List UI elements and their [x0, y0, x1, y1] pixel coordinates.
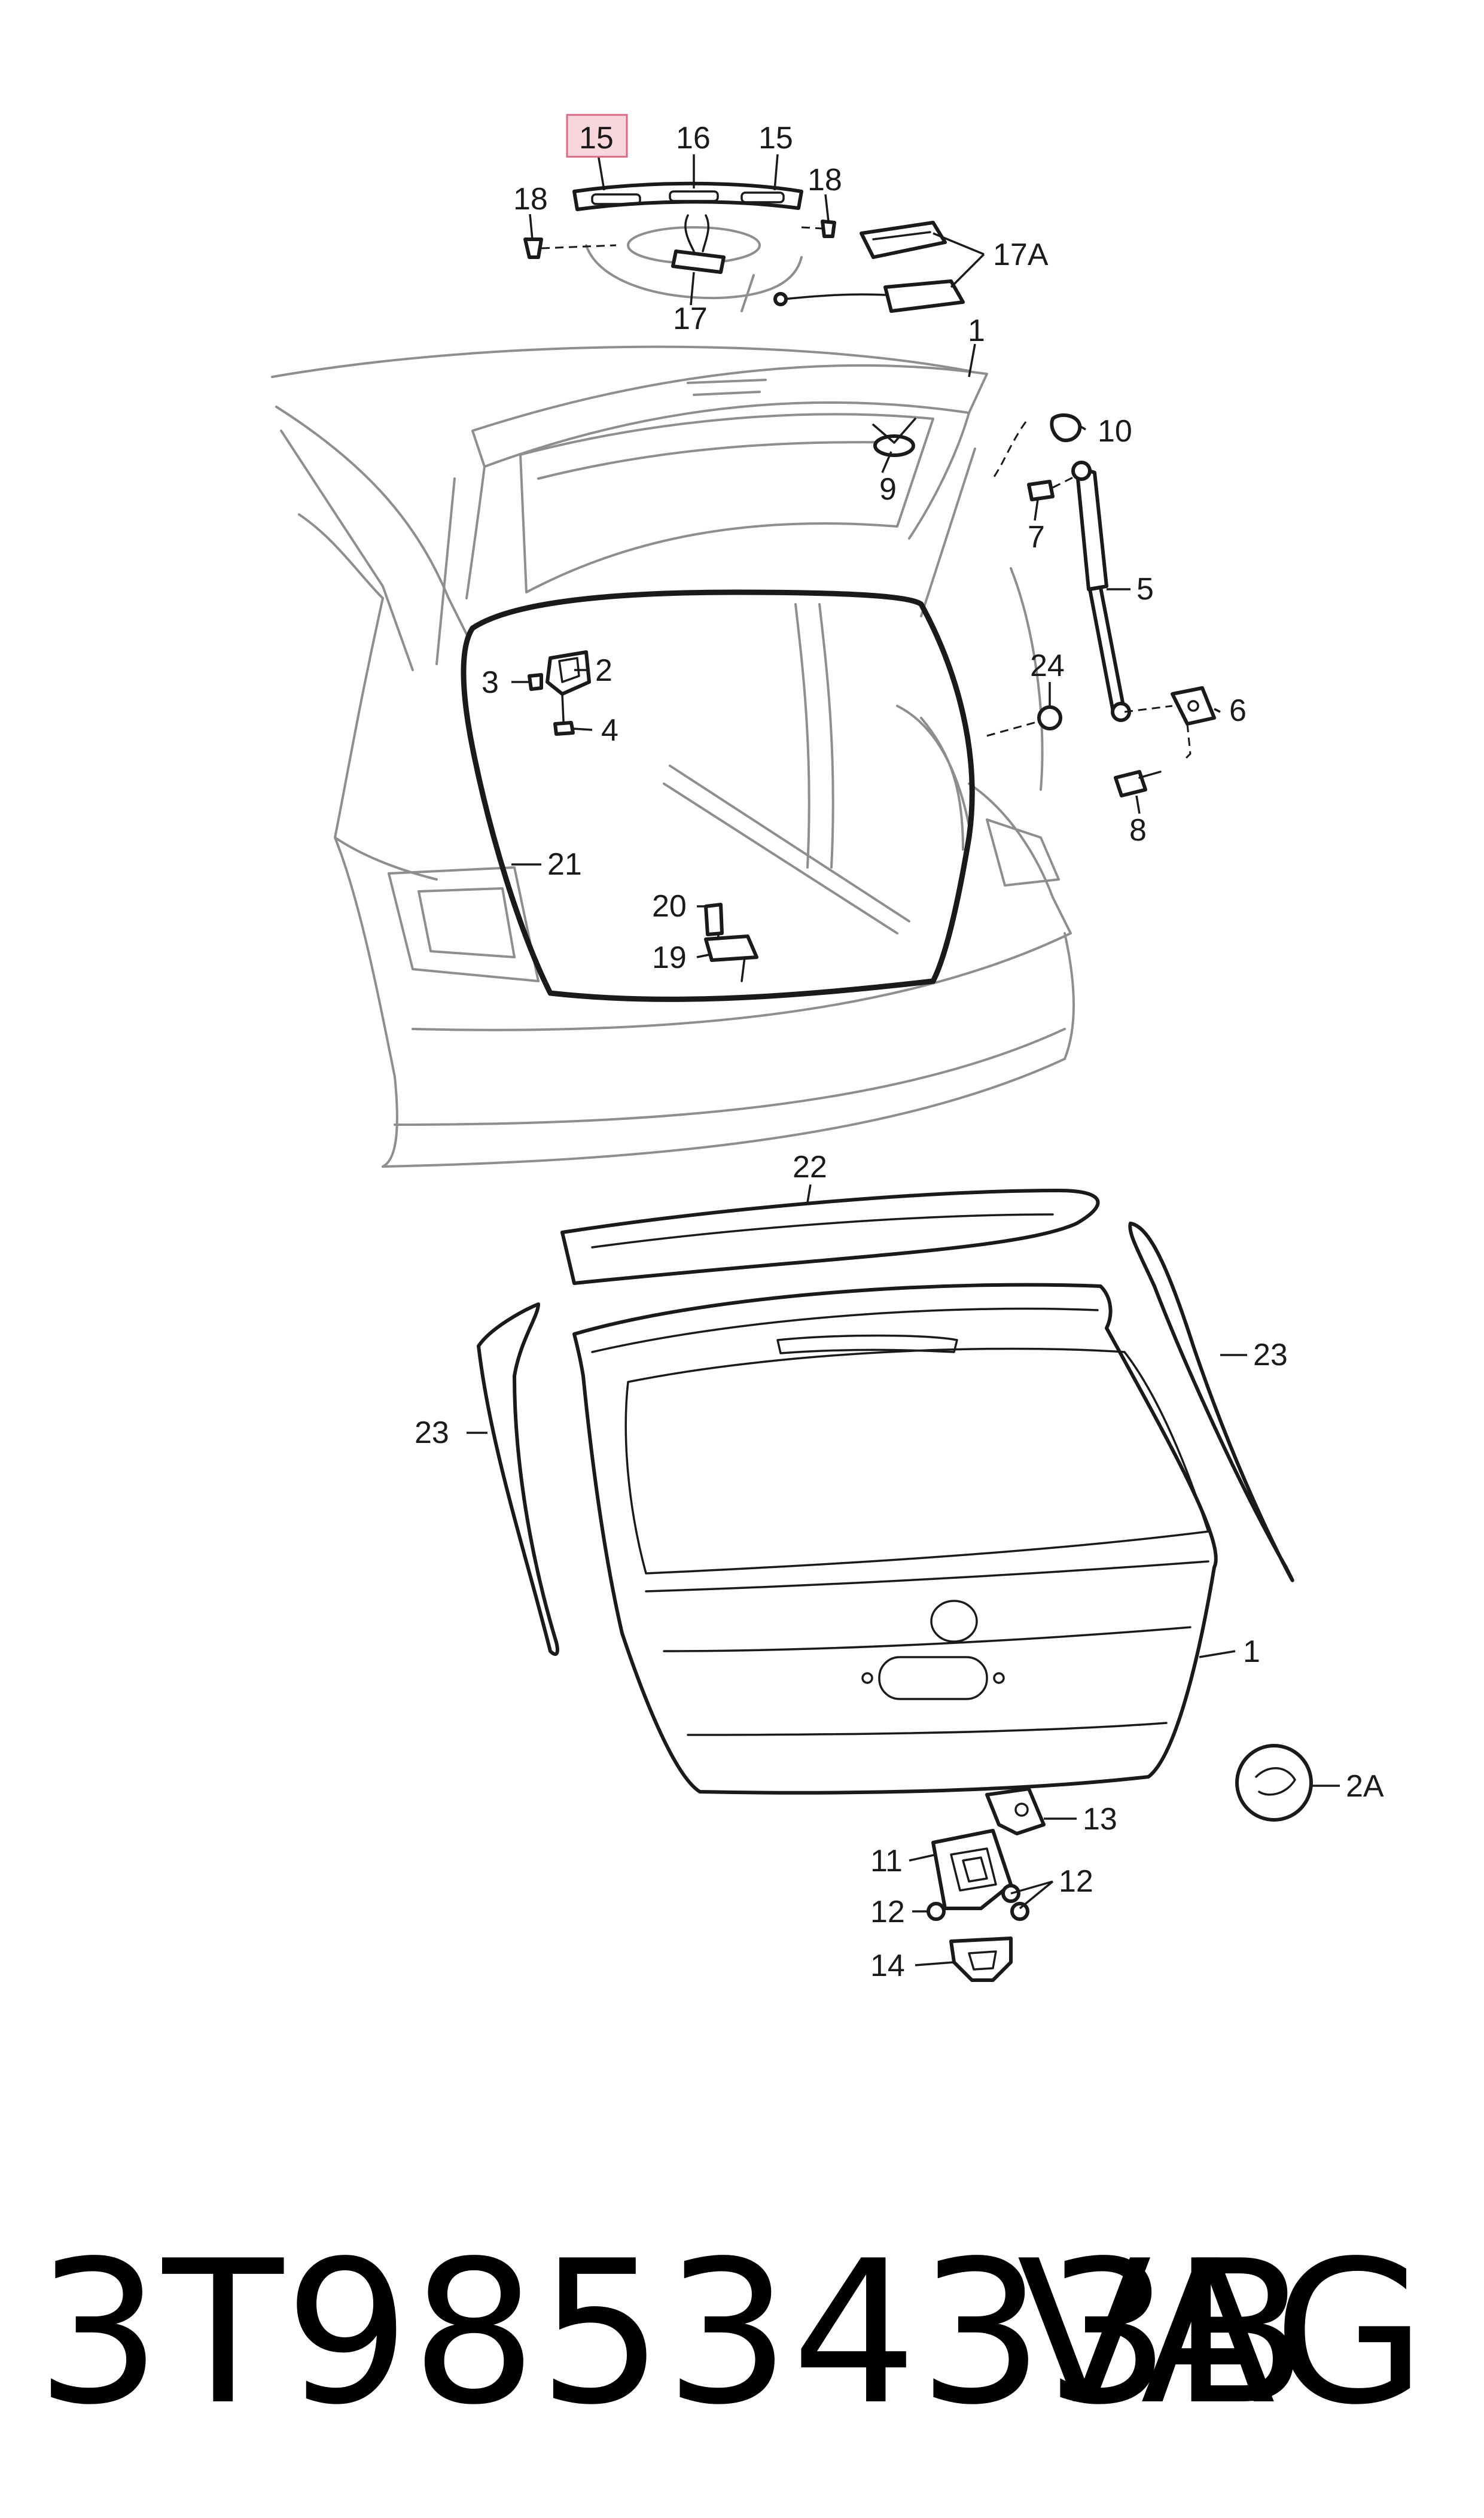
clip-18-right: [801, 220, 836, 238]
label-16: 16: [676, 121, 711, 156]
label-12-right: 12: [1059, 1864, 1093, 1899]
label-12-left: 12: [870, 1895, 905, 1929]
label-5: 5: [1136, 572, 1154, 607]
car-body-outline: [271, 345, 1075, 1168]
striker-19: [704, 903, 758, 982]
light-bar-detail: [572, 181, 803, 312]
label-1-bottom: 1: [1243, 1634, 1260, 1669]
brand-name: VAG: [1017, 2218, 1428, 2448]
label-23-right: 23: [1253, 1338, 1288, 1372]
label-11: 11: [870, 1844, 903, 1878]
spoiler-22: [560, 1189, 1100, 1285]
label-17: 17: [673, 302, 708, 336]
label-21: 21: [547, 847, 582, 882]
handle-switch-17a: [773, 221, 965, 313]
bolt-8: [1114, 770, 1162, 797]
side-trim-23-left: [477, 1302, 559, 1656]
label-2: 2: [595, 653, 613, 688]
latch-bracket-13: [985, 1787, 1046, 1835]
label-17a: 17A: [993, 238, 1049, 272]
label-24: 24: [1030, 648, 1065, 683]
bulb-10: [992, 413, 1082, 479]
grommet-9: [872, 418, 916, 457]
leader-lines: [467, 154, 1340, 1966]
label-9: 9: [879, 472, 897, 507]
label-highlight-box: [566, 114, 628, 158]
callout-labels: 15 16 15 18 18 17A 17 1 10 9 7 5 24 6 8 …: [415, 114, 1384, 1983]
tailgate-1: [572, 1283, 1218, 1795]
striker-14: [949, 1937, 1013, 1982]
label-22: 22: [793, 1150, 827, 1185]
label-2a: 2A: [1346, 1769, 1384, 1804]
label-20: 20: [652, 889, 687, 924]
label-3: 3: [482, 665, 499, 700]
label-8: 8: [1129, 813, 1147, 848]
label-15: 15: [758, 121, 793, 156]
label-18-right: 18: [807, 163, 842, 197]
gas-strut-5: [1071, 461, 1131, 722]
label-7: 7: [1028, 520, 1045, 555]
label-13: 13: [1083, 1802, 1117, 1837]
bracket-6: [1124, 686, 1216, 761]
label-6: 6: [1229, 693, 1247, 728]
hinge-2: [528, 650, 591, 736]
lock-11: [931, 1829, 1013, 1910]
label-10: 10: [1098, 414, 1132, 449]
label-18-left: 18: [513, 182, 548, 217]
cap-24: [986, 705, 1062, 737]
emblem-2a: [1235, 1744, 1313, 1822]
label-1-top: 1: [968, 313, 985, 348]
label-19: 19: [652, 940, 687, 975]
clip-18-left: [523, 238, 617, 259]
label-15-highlighted: 15: [579, 121, 614, 156]
label-14: 14: [870, 1948, 905, 1983]
open-tailgate: [435, 364, 988, 665]
nuts-12: [927, 1884, 1029, 1921]
part-code-footer: 3T9853433BVAG: [36, 2213, 1471, 2453]
label-4: 4: [601, 713, 618, 748]
part-number: 3T9853433B: [36, 2218, 1309, 2448]
side-trim-23-right: [1128, 1222, 1294, 1582]
tailgate-seal: [461, 589, 975, 1002]
bolt-7: [1027, 474, 1077, 501]
label-23-left: 23: [415, 1415, 449, 1450]
